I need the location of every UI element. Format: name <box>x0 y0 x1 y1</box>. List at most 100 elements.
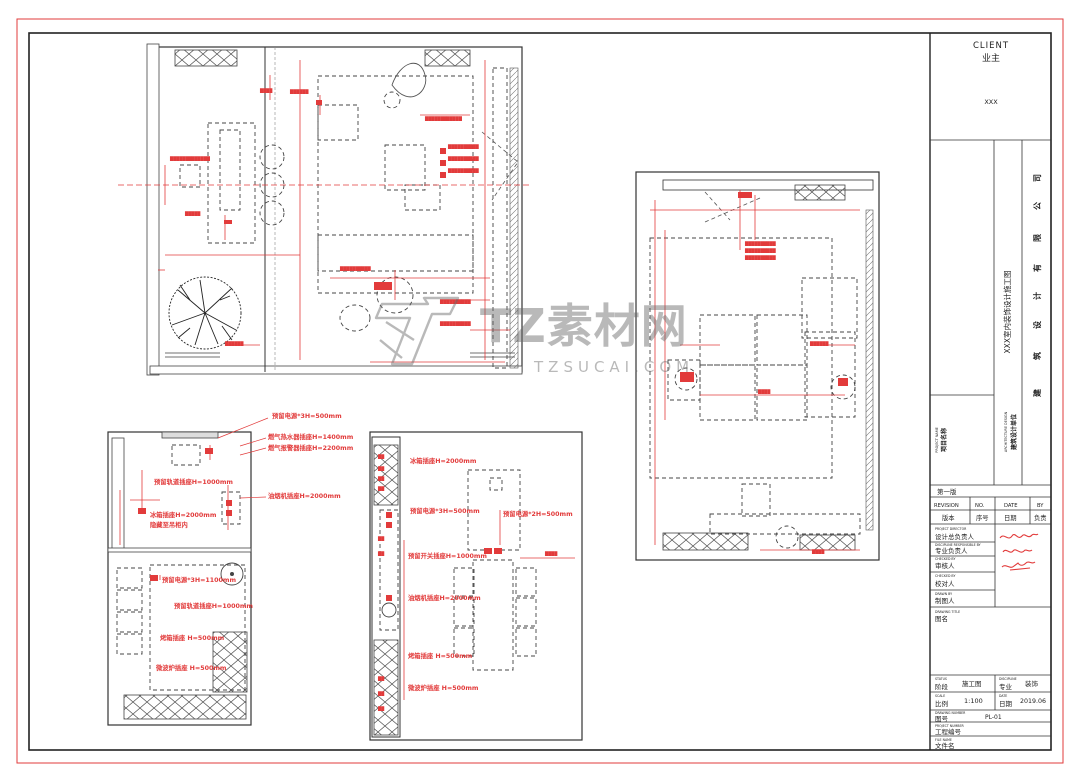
drawing-number-label-en: DRAWING NUMBER <box>935 711 966 715</box>
company-char-1: 筑 <box>1032 352 1042 360</box>
rev-header-en-2: DATE <box>1004 503 1018 509</box>
floor-plan-living: █████████████ ██████ ████████████ ██████… <box>118 43 530 376</box>
rev-header-en-1: NO. <box>975 503 985 509</box>
annot-kr-4: 油烟机插座H=2000mm <box>408 593 481 602</box>
date-value: 2019.06 <box>1020 698 1046 705</box>
rev-header-cn-1: 序号 <box>976 513 989 522</box>
edition: 第一版 <box>937 487 957 496</box>
svg-text:██████: ██████ <box>289 89 309 94</box>
company-char-2: 设 <box>1032 321 1042 329</box>
company-name: 建 筑 设 计 有 限 公 司 <box>1032 174 1042 398</box>
file-name-label-en: FILE NAME <box>935 738 952 742</box>
annot-kl-0: 预留电源*3H=500mm <box>272 411 342 420</box>
company-char-5: 限 <box>1033 234 1042 242</box>
project-name-label-en: PROJECT NAME <box>935 427 939 453</box>
role-0-en: PROJECT DIRECTOR <box>935 527 967 531</box>
scale-value: 1:100 <box>964 697 983 705</box>
annot-kl-6: 隐藏至吊柜内 <box>150 520 188 529</box>
annot-kr-0: 冰箱插座H=2000mm <box>410 456 477 465</box>
role-3-en: CHECKED BY <box>935 574 955 578</box>
discipline-value: 装饰 <box>1025 679 1039 688</box>
title-block: CLIENT 业主 XXX XXX室内装饰设计施工图 建筑设计单位 ARCHIT… <box>929 33 1051 750</box>
date-label-en: DATE <box>999 694 1007 698</box>
role-1-cn: 专业负责人 <box>935 546 968 555</box>
drawing-number-label-cn: 图号 <box>935 715 949 723</box>
discipline-label-en: DISCIPLINE <box>999 677 1017 681</box>
annot-kl-5: 冰箱插座H=2000mm <box>150 510 217 519</box>
role-4-en: DRAWN BY <box>935 592 952 596</box>
company-char-7: 司 <box>1033 174 1042 182</box>
rev-header-en-0: REVISION <box>934 503 959 509</box>
watermark-logo-icon <box>374 296 460 366</box>
role-2-en: CHECKED BY <box>935 557 955 561</box>
annot-kl-7: 预留电源*3H=1100mm <box>162 575 236 584</box>
tree-symbol <box>168 276 242 350</box>
client-value: XXX <box>984 98 998 106</box>
project-name: XXX室内装饰设计施工图 <box>1002 271 1012 354</box>
annot-kl-4: 油烟机插座H=2000mm <box>268 491 341 500</box>
date-label-cn: 日期 <box>999 700 1013 708</box>
svg-text:█████████████: █████████████ <box>169 156 211 161</box>
scale-label-en: SCALE <box>935 694 945 698</box>
svg-text:██████: ██████ <box>809 341 829 346</box>
file-name-label-cn: 文件名 <box>935 741 955 750</box>
svg-text:██: ██ <box>377 454 385 459</box>
watermark: TZ素材网 TZSUCAI.COM <box>374 296 694 376</box>
annot-kr-2: 预留电源*2H=500mm <box>503 509 573 518</box>
watermark-url: TZSUCAI.COM <box>533 358 694 376</box>
kitchen-plan-right: ██ ██ ██ ██ ██ ██ ██ ██ ██ ████ 冰箱插座H=20… <box>369 431 583 741</box>
client-label-en: CLIENT <box>973 41 1009 51</box>
annot-kl-9: 烤箱插座 H=500mm <box>160 633 225 642</box>
svg-text:██████████: ██████████ <box>439 321 472 326</box>
svg-text:██: ██ <box>377 486 385 491</box>
svg-text:██████████: ██████████ <box>447 144 480 149</box>
svg-text:████: ████ <box>811 549 825 554</box>
annot-kl-10: 微波炉插座 H=500mm <box>155 663 227 672</box>
project-number-label-en: PROJECT NUMBER <box>935 724 964 728</box>
inner-frame <box>28 32 1052 751</box>
role-4-cn: 制图人 <box>935 596 955 605</box>
svg-text:██: ██ <box>377 476 385 481</box>
annot-kl-3: 预留轨道插座H=1000mm <box>154 477 233 486</box>
discipline-label-cn: 专业 <box>999 682 1013 691</box>
drawing-title-label-en: DRAWING TITLE <box>935 610 960 614</box>
svg-text:█████: █████ <box>184 211 201 216</box>
svg-text:████: ████ <box>757 389 771 394</box>
annot-kl-1: 燃气热水器插座H=1400mm <box>268 432 354 441</box>
annot-kr-1: 预留电源*3H=500mm <box>410 506 480 515</box>
kitchen-plan-left: 预留电源*3H=500mm 燃气热水器插座H=1400mm 燃气报警器插座H=2… <box>107 411 354 726</box>
svg-text:██████████: ██████████ <box>744 248 777 253</box>
svg-text:██████████: ██████████ <box>744 255 777 260</box>
role-rows: PROJECT DIRECTOR 设计总负责人 DISCIPLINE RESPO… <box>935 527 981 605</box>
status-label-cn: 阶段 <box>935 682 949 691</box>
floor-plan-bedroom: ██████████ ██████████ ██████████ ██████ … <box>635 171 880 561</box>
svg-text:██: ██ <box>377 706 385 711</box>
annot-kr-5: 烤箱插座 H=500mm <box>408 651 473 660</box>
annot-kl-8: 预留轨道插座H=1000mm <box>174 601 253 610</box>
client-label-cn: 业主 <box>982 52 1000 64</box>
svg-text:██████████: ██████████ <box>447 156 480 161</box>
company-char-3: 计 <box>1032 292 1042 300</box>
company-char-6: 公 <box>1033 202 1042 210</box>
annot-kr-3: 预留开关插座H=1000mm <box>408 551 487 560</box>
role-3-cn: 校对人 <box>935 579 955 588</box>
drawing-number-value: PL-01 <box>985 714 1002 721</box>
architecture-design-label-en: ARCHITECTURE DESIGN <box>1004 411 1008 452</box>
scale-label-cn: 比例 <box>935 699 948 708</box>
svg-text:██████████: ██████████ <box>447 168 480 173</box>
svg-text:████████████: ████████████ <box>424 116 463 121</box>
svg-text:██████████: ██████████ <box>439 299 472 304</box>
signature-marks <box>999 533 1039 571</box>
company-char-4: 有 <box>1032 264 1042 272</box>
role-0-cn: 设计总负责人 <box>935 532 975 541</box>
svg-text:██: ██ <box>377 691 385 696</box>
svg-text:██████: ██████ <box>224 341 244 346</box>
status-label-en: STATUS <box>935 677 947 681</box>
role-1-en: DISCIPLINE RESPONSIBLE BY <box>935 543 981 547</box>
svg-text:████: ████ <box>544 551 558 556</box>
rev-header-cn-0: 版本 <box>942 513 955 522</box>
svg-text:██████████: ██████████ <box>744 241 777 246</box>
role-2-cn: 审核人 <box>935 561 955 570</box>
architecture-design-label-cn: 建筑设计单位 <box>1010 414 1018 450</box>
